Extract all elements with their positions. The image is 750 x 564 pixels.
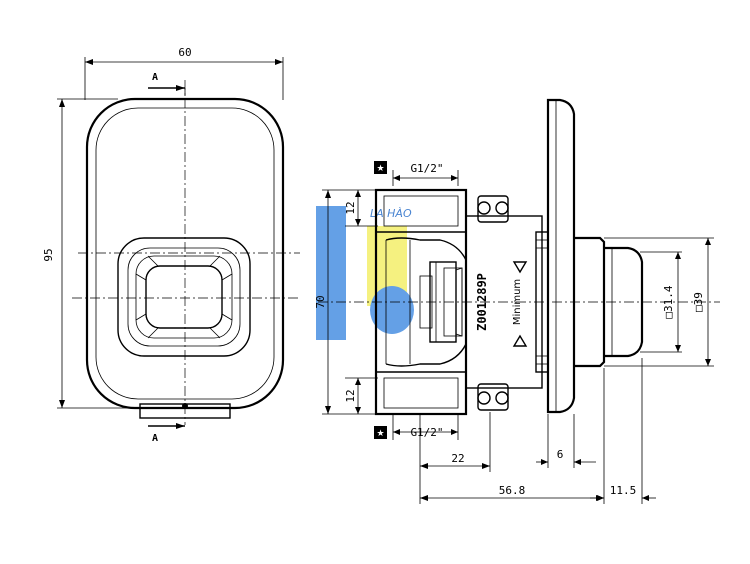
- section-a-bottom: A: [152, 433, 158, 444]
- handle-inner: [145, 265, 223, 329]
- dim-12-bottom-label: 12: [344, 389, 357, 402]
- bolt-top-left: [477, 201, 491, 215]
- star-box-top: [374, 161, 387, 174]
- watermark-text: LA HÀO: [370, 207, 412, 220]
- dim-95-label: 95: [42, 248, 55, 261]
- dim-60-label: 60: [178, 46, 191, 59]
- bolt-bottom-left: [477, 391, 491, 405]
- dim-31-4-label: □31.4: [662, 285, 675, 318]
- handle-outer: [117, 237, 251, 357]
- logo-circle-blue: [370, 286, 414, 334]
- logo-bar-blue: [316, 206, 346, 340]
- front-view: 60 95 A: [42, 46, 300, 444]
- star-box-bottom: [374, 426, 387, 439]
- bolt-bottom-right: [495, 391, 509, 405]
- min-arrow-top-icon: [512, 261, 528, 274]
- dim-11-5-label: 11.5: [610, 484, 637, 497]
- dim-6-label: 6: [557, 448, 564, 461]
- cover-plate-outline: [85, 97, 285, 410]
- thread-top-label: G1/2": [410, 162, 443, 175]
- wall-plate-side: [546, 98, 576, 414]
- handle-ring: [127, 247, 241, 347]
- side-view: ★ ★ G1/2" G1/2" 70 12 12: [314, 98, 720, 504]
- section-a-top: A: [152, 72, 158, 83]
- dim-12-top-label: 12: [344, 201, 357, 214]
- star-symbol-bottom: ★: [376, 429, 384, 439]
- watermark-logo: LA HÀO: [316, 206, 414, 340]
- dim-22-label: 22: [451, 452, 464, 465]
- handle-side-body: [574, 236, 606, 368]
- thread-bottom-label: G1/2": [410, 426, 443, 439]
- star-symbol-top: ★: [376, 164, 384, 174]
- dim-56-8-label: 56.8: [499, 484, 526, 497]
- min-arrow-bottom-icon: [512, 334, 528, 347]
- bolt-top-right: [495, 201, 509, 215]
